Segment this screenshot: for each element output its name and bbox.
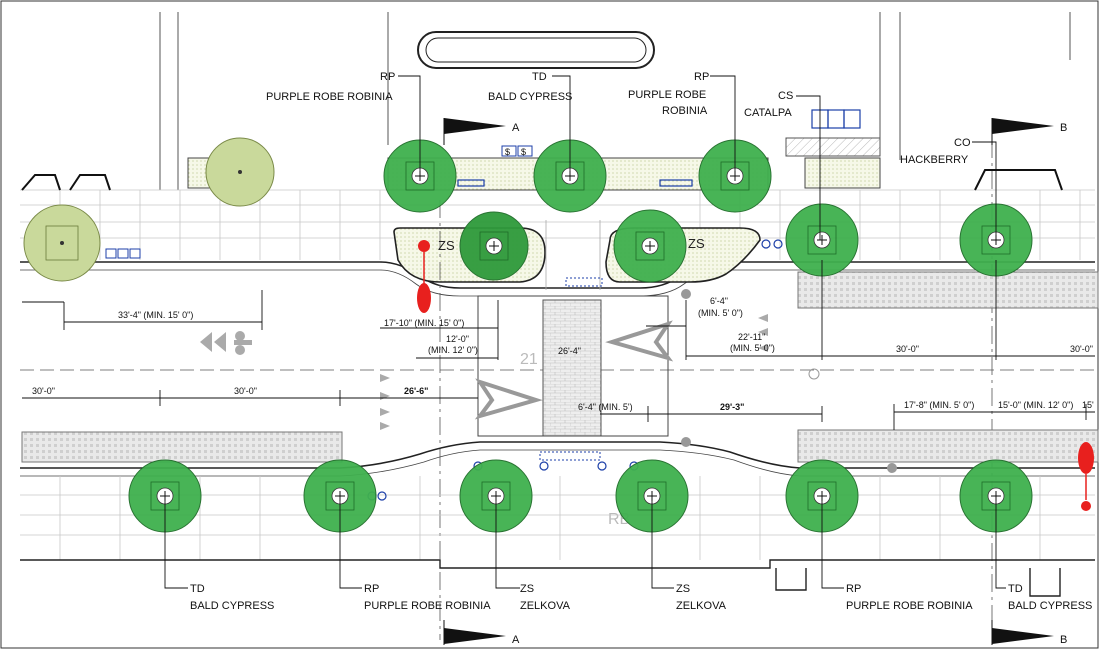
leader-lines: [164, 75, 1006, 589]
crosswalk: [542, 299, 602, 437]
tree-bottom-td-2: [959, 459, 1033, 533]
label-cs-code: CS: [778, 90, 793, 102]
svg-text:$: $: [505, 147, 510, 157]
label-td-bottom-2-name: BALD CYPRESS: [1008, 600, 1092, 612]
label-rp-bottom-1-code: RP: [364, 583, 379, 595]
traffic-arrow-right: [474, 378, 543, 420]
tree-top-td-1: [533, 139, 607, 213]
faint-street-number: 21: [520, 351, 538, 368]
svg-text:B: B: [1060, 122, 1067, 134]
bike-lane-symbol: [200, 331, 252, 355]
dim-30-0-b: 30'-0": [1070, 344, 1093, 354]
proposed-trees: [128, 139, 1033, 533]
label-rp-bottom-1-name: PURPLE ROBE ROBINIA: [364, 600, 491, 612]
curb-lower: [20, 441, 1095, 469]
dim-15-0: 15'-0" (MIN. 12' 0"): [998, 400, 1073, 410]
parking-meter-icons: $ $: [501, 145, 533, 157]
dim-30-0-a: 30'-0": [896, 344, 919, 354]
tree-zs-right: [613, 209, 687, 283]
svg-text:A: A: [512, 634, 520, 646]
label-cs-name: CATALPA: [744, 107, 792, 119]
utility-markers: [681, 289, 897, 473]
dim-30-0-d: 30'-0": [234, 386, 257, 396]
label-planter-zs-right: ZS: [688, 236, 705, 251]
dim-26-6: 26'-6": [404, 386, 428, 396]
tree-bottom-rp-1: [303, 459, 377, 533]
paver-strip-right-upper: [797, 271, 1099, 309]
catalpa-box: [785, 137, 881, 157]
dim-17-8: 17'-8" (MIN. 5' 0"): [904, 400, 974, 410]
label-td-bottom-1-code: TD: [190, 583, 205, 595]
dim-12-0: 12'-0": [446, 334, 469, 344]
section-marker-a-top: A: [443, 118, 520, 145]
dim-6-4-min: (MIN. 5' 0"): [698, 308, 743, 318]
dim-26-4: 26'-4": [558, 346, 581, 356]
paver-strip-right-lower: [797, 429, 1099, 463]
label-zs-bottom-2-name: ZELKOVA: [676, 600, 727, 612]
label-co-name: HACKBERRY: [900, 154, 969, 166]
dim-6-4: 6'-4": [710, 296, 728, 306]
label-zs-bottom-2-code: ZS: [676, 583, 690, 595]
tree-bottom-zs-1: [459, 459, 533, 533]
dim-17-10: 17'-10" (MIN. 15' 0"): [384, 318, 464, 328]
svg-text:A: A: [512, 122, 520, 134]
label-td-1-code: TD: [532, 71, 547, 83]
dim-30-0-c: 30'-0": [32, 386, 55, 396]
tree-zs-left: [459, 211, 529, 281]
section-marker-b-bottom: B: [991, 620, 1067, 646]
label-rp-2-name2: ROBINIA: [662, 105, 708, 117]
label-rp-bottom-2-code: RP: [846, 583, 861, 595]
label-td-bottom-2-code: TD: [1008, 583, 1023, 595]
label-rp-1-name: PURPLE ROBE ROBINIA: [266, 91, 393, 103]
label-rp-1-code: RP: [380, 71, 395, 83]
svg-text:B: B: [1060, 634, 1067, 646]
label-rp-2-name: PURPLE ROBE: [628, 89, 706, 101]
label-zs-bottom-1-name: ZELKOVA: [520, 600, 571, 612]
dim-12-0-min: (MIN. 12' 0"): [428, 345, 478, 355]
label-co-code: CO: [954, 137, 971, 149]
label-planter-zs-left: ZS: [438, 238, 455, 253]
tree-bottom-rp-2: [785, 459, 859, 533]
svg-text:$: $: [521, 147, 526, 157]
facade-left: [21, 174, 111, 191]
dim-6-4-lower: 6'-4" (MIN. 5'): [578, 402, 633, 412]
dim-15-partial: 15': [1082, 400, 1094, 410]
dim-22-11: 22'-11": [738, 332, 765, 342]
label-td-1-name: BALD CYPRESS: [488, 91, 572, 103]
paver-strip-left-lower: [21, 431, 343, 463]
label-rp-2-code: RP: [694, 71, 709, 83]
label-zs-bottom-1-code: ZS: [520, 583, 534, 595]
red-markers: [417, 240, 1094, 511]
building-outlines: [159, 12, 1071, 190]
building-line-lower: [20, 559, 1095, 569]
dim-22-11-min: (MIN. 5' 0"): [730, 343, 775, 353]
facade-right: [974, 169, 1063, 191]
label-td-bottom-1-name: BALD CYPRESS: [190, 600, 274, 612]
traffic-arrow-left: [605, 320, 674, 362]
label-rp-bottom-2-name: PURPLE ROBE ROBINIA: [846, 600, 973, 612]
tree-co-1: [785, 203, 859, 277]
dimension-lines: [22, 260, 1095, 430]
bike-rack-icon: [105, 248, 141, 259]
section-marker-a-bottom: A: [443, 620, 520, 646]
dim-29-3: 29'-3": [720, 402, 744, 412]
section-marker-b-top: B: [991, 118, 1067, 145]
sidewalk-grid-lower: [20, 476, 1095, 560]
dim-33-4: 33'-4" (MIN. 15' 0"): [118, 310, 193, 320]
